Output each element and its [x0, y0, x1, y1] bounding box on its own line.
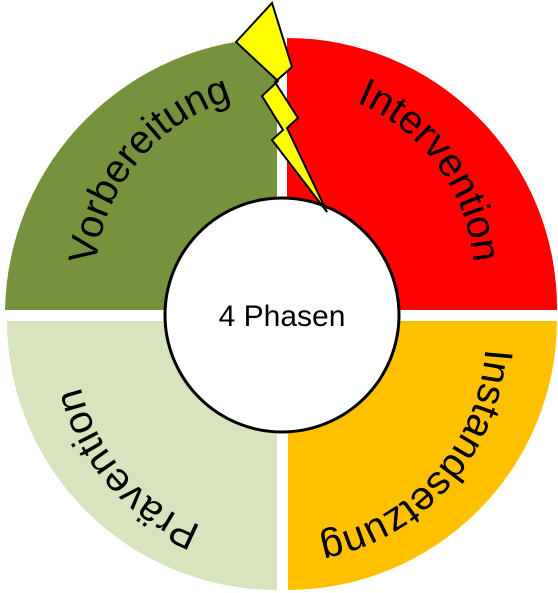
lightning-bolt-icon [234, 1, 328, 213]
quadrant-vorbereitung [5, 38, 277, 310]
center-circle [163, 196, 401, 434]
quadrant-intervention [287, 38, 558, 310]
quadrant-instandsetzung [288, 321, 557, 590]
quadrant-praevention [7, 321, 277, 590]
center-label: 4 Phasen [219, 300, 346, 333]
